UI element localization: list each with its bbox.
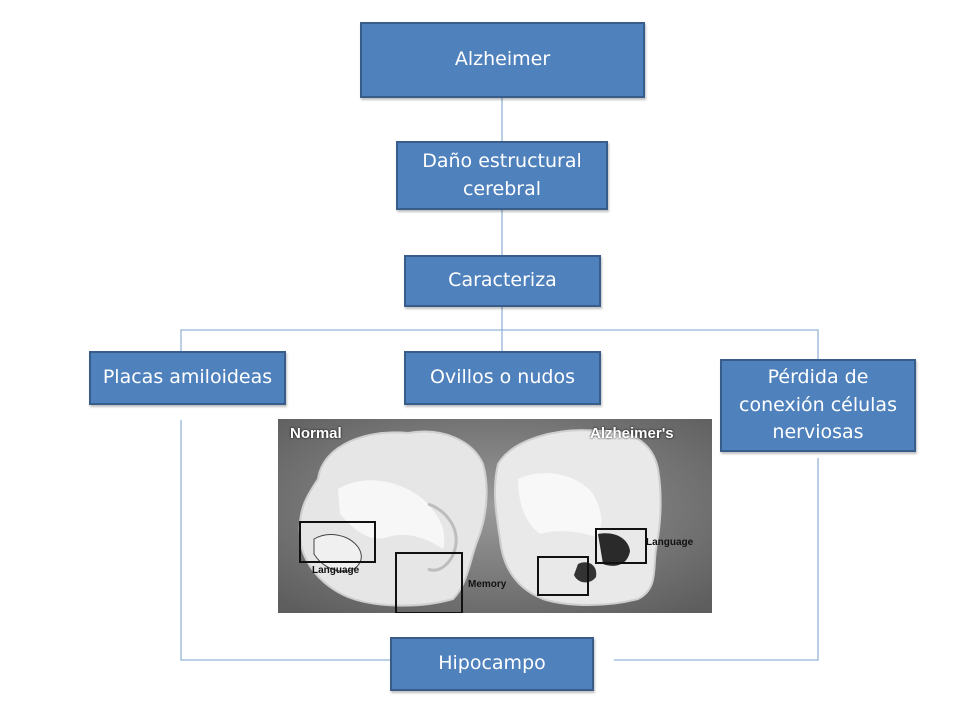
node-hipocampo: Hipocampo <box>390 637 594 691</box>
memory-box <box>395 552 463 613</box>
node-ovillos: Ovillos o nudos <box>404 351 601 405</box>
node-alzheimer: Alzheimer <box>360 22 645 98</box>
memory-box-right <box>537 556 589 596</box>
label-language-left: Language <box>312 565 360 576</box>
label-normal: Normal <box>290 425 342 442</box>
node-ovillos-label: Ovillos o nudos <box>430 366 575 389</box>
node-caracteriza: Caracteriza <box>404 255 601 307</box>
brain-illustration <box>278 419 712 613</box>
label-memory: Memory <box>468 579 507 590</box>
node-hipocampo-label: Hipocampo <box>438 652 546 675</box>
brain-comparison-image: Normal Alzheimer's Language Language Mem… <box>278 419 712 613</box>
node-placas-amiloideas: Placas amiloideas <box>89 351 286 405</box>
node-placas-label: Placas amiloideas <box>102 366 273 389</box>
node-caracteriza-label: Caracteriza <box>448 269 557 292</box>
node-perdida-conexion: Pérdida de conexión células nerviosas <box>720 359 916 452</box>
language-box-right <box>595 528 647 564</box>
label-language-right: Language <box>646 537 694 548</box>
language-box-left <box>299 521 376 563</box>
node-dano-label: Daño estructural cerebral <box>422 149 582 200</box>
node-dano-estructural: Daño estructural cerebral <box>396 141 608 210</box>
node-perdida-label: Pérdida de conexión células nerviosas <box>739 366 897 444</box>
node-alzheimer-label: Alzheimer <box>454 48 551 71</box>
label-alzheimers: Alzheimer's <box>590 425 674 442</box>
